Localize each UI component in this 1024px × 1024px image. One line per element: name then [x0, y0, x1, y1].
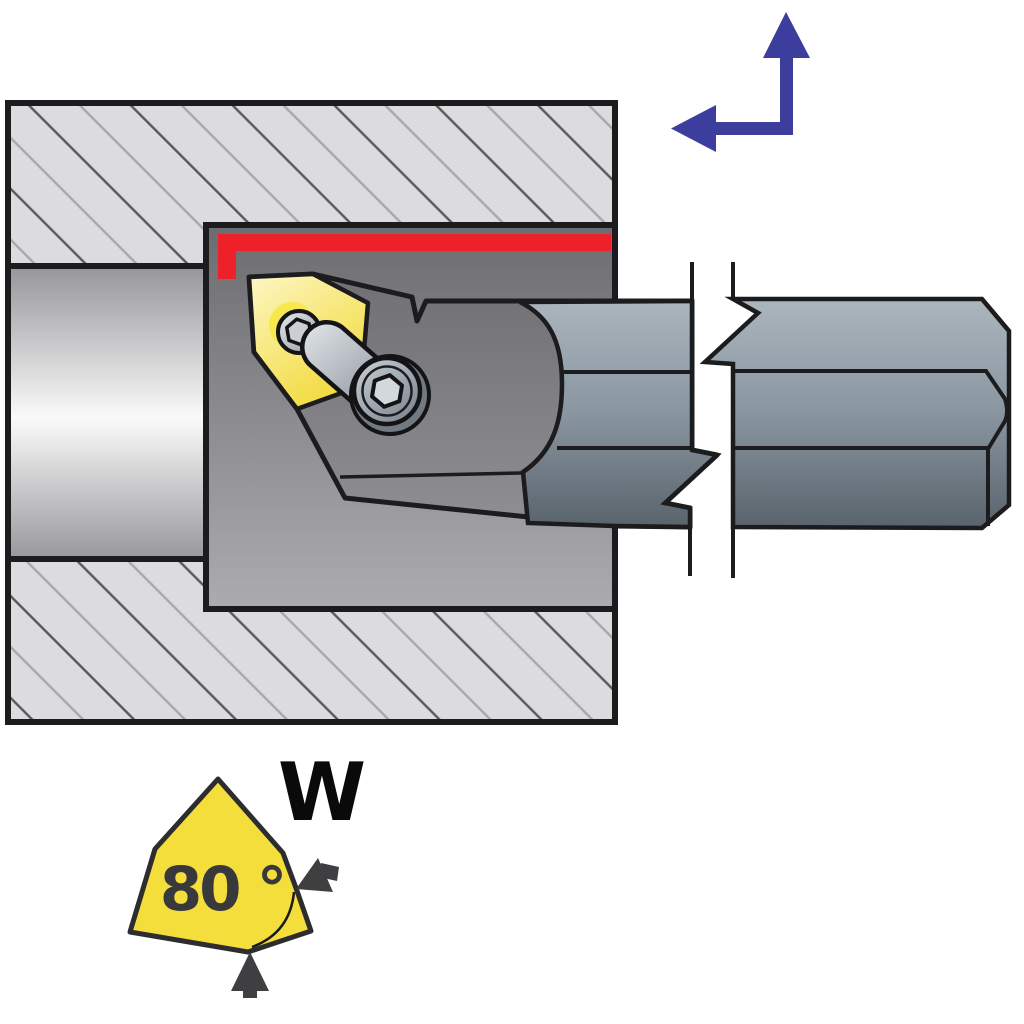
angle-arc: [251, 891, 296, 949]
feed-direction-arrow-icon: [671, 12, 810, 152]
trigon-symbol-shape: [127, 776, 314, 955]
boring-bar: [246, 262, 1012, 578]
clamp-screw-socket-rim: [361, 365, 413, 417]
insert-type-label: W: [278, 746, 366, 839]
machined-surface-highlight: [218, 234, 611, 279]
workpiece-outline: [5, 100, 618, 725]
insert-shape-symbol: W 80 °: [127, 746, 366, 998]
head-bottom-chamfer-line: [339, 471, 522, 479]
shank-facet-lines-left: [557, 370, 692, 450]
pre-machined-bore: [8, 266, 206, 559]
insert-and-clamp: [246, 271, 431, 436]
angle-pointer-arrow-icon: [231, 858, 339, 998]
shank-break-icon: [688, 262, 735, 578]
workpiece-hatch-pattern: [8, 103, 615, 722]
tool-shank-right-piece: [699, 296, 1012, 531]
head-shank-blend-line: [519, 300, 565, 524]
clamp-screw-hex-socket-icon: [370, 373, 404, 409]
shank-facet-lines-right: [733, 369, 1009, 526]
nose-angle-label: 80 °: [160, 854, 285, 925]
